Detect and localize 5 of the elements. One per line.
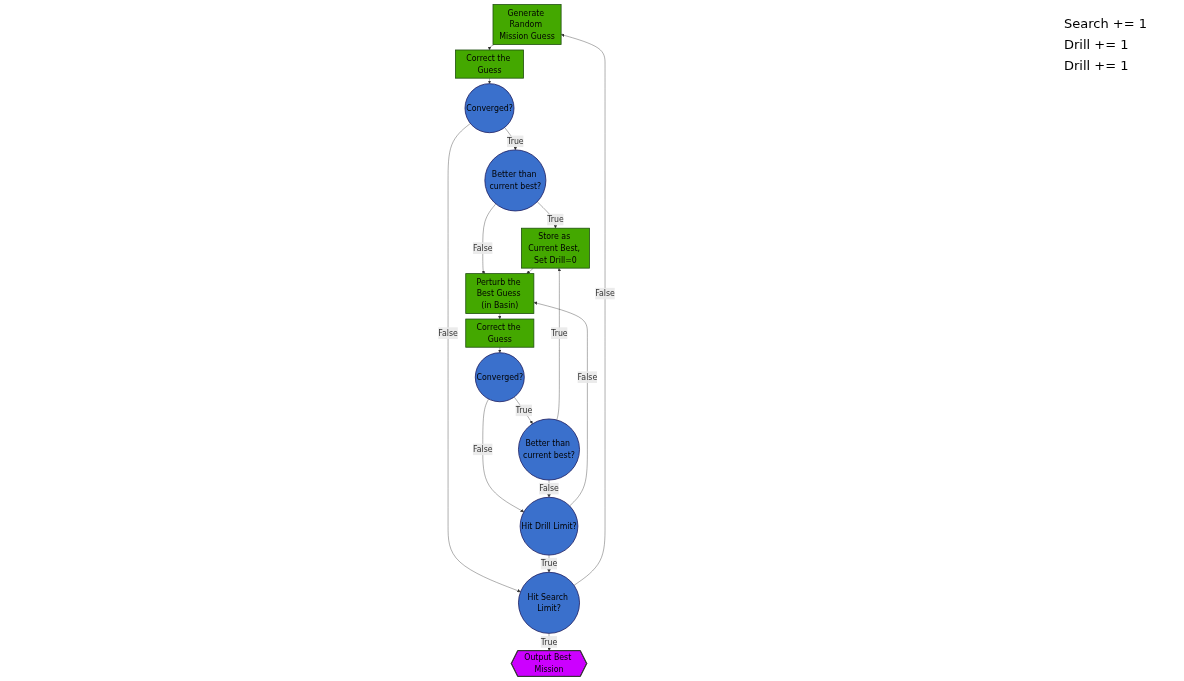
counter-note: Drill += 1 [1064, 37, 1130, 52]
arrow [498, 313, 502, 320]
arrow [498, 347, 502, 353]
counter-note: Drill += 1 [1064, 58, 1130, 73]
counter-note: Search += 1 [1064, 16, 1148, 31]
